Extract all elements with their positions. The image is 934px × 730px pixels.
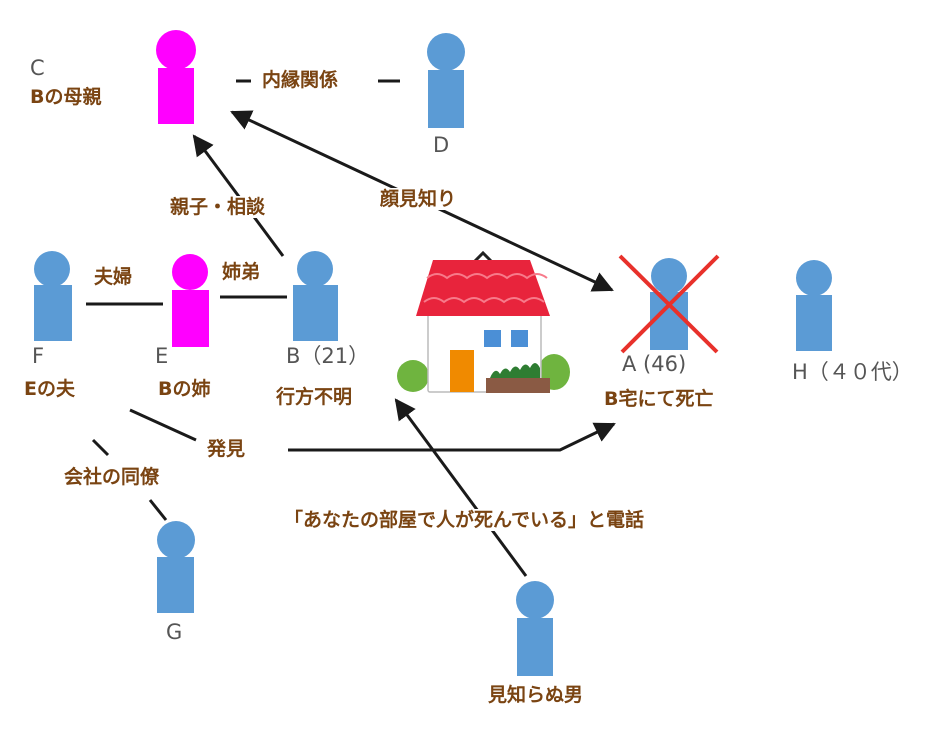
person-h-figure (796, 260, 832, 351)
person-c-figure (156, 30, 196, 124)
house-icon (397, 250, 570, 393)
person-h-letter: H（４０代） (792, 360, 913, 384)
relation-fa-label: 発見 (207, 438, 246, 460)
stranger-figure (516, 581, 554, 676)
person-a-letter: A (46) (622, 352, 687, 376)
person-b-letter: B（21） (286, 344, 370, 368)
fa-arrow (288, 422, 616, 452)
fa-line-a (129, 408, 197, 442)
deceased-cross-icon (618, 254, 720, 354)
relation-cd-label: 内縁関係 (262, 69, 339, 91)
person-d-figure (427, 33, 465, 128)
person-c-letter: C (30, 56, 45, 80)
ca-arrow (230, 110, 421, 202)
person-e-letter: E (155, 344, 169, 368)
person-e-desc: Bの姉 (158, 378, 211, 400)
person-d-letter: D (433, 133, 450, 157)
relation-fe-label: 夫婦 (94, 266, 133, 288)
person-f-figure (34, 251, 72, 341)
person-f-desc: Eの夫 (24, 378, 75, 400)
fg-line-a (91, 438, 110, 457)
person-c-desc: Bの母親 (30, 86, 102, 108)
person-g-figure (157, 521, 195, 613)
relation-fg-label: 会社の同僚 (64, 466, 160, 488)
stranger-desc: 見知らぬ男 (488, 684, 584, 706)
ca-arrow-2 (419, 198, 614, 292)
fg-line-b (148, 499, 168, 521)
person-e-figure (172, 254, 209, 347)
person-a-desc: B宅にて死亡 (604, 388, 714, 410)
call-arrow (394, 398, 528, 577)
person-a-figure (650, 258, 688, 350)
relation-eb-label: 姉弟 (222, 261, 261, 283)
relation-bc-label: 親子・相談 (170, 196, 266, 218)
person-f-letter: F (32, 344, 45, 368)
relation-stranger-call-label: 「あなたの部屋で人が死んでいる」と電話 (282, 509, 647, 531)
person-b-desc: 行方不明 (276, 386, 353, 408)
person-b-figure (293, 251, 338, 341)
relation-ca-label: 顔見知り (376, 188, 461, 210)
person-g-letter: G (166, 620, 183, 644)
